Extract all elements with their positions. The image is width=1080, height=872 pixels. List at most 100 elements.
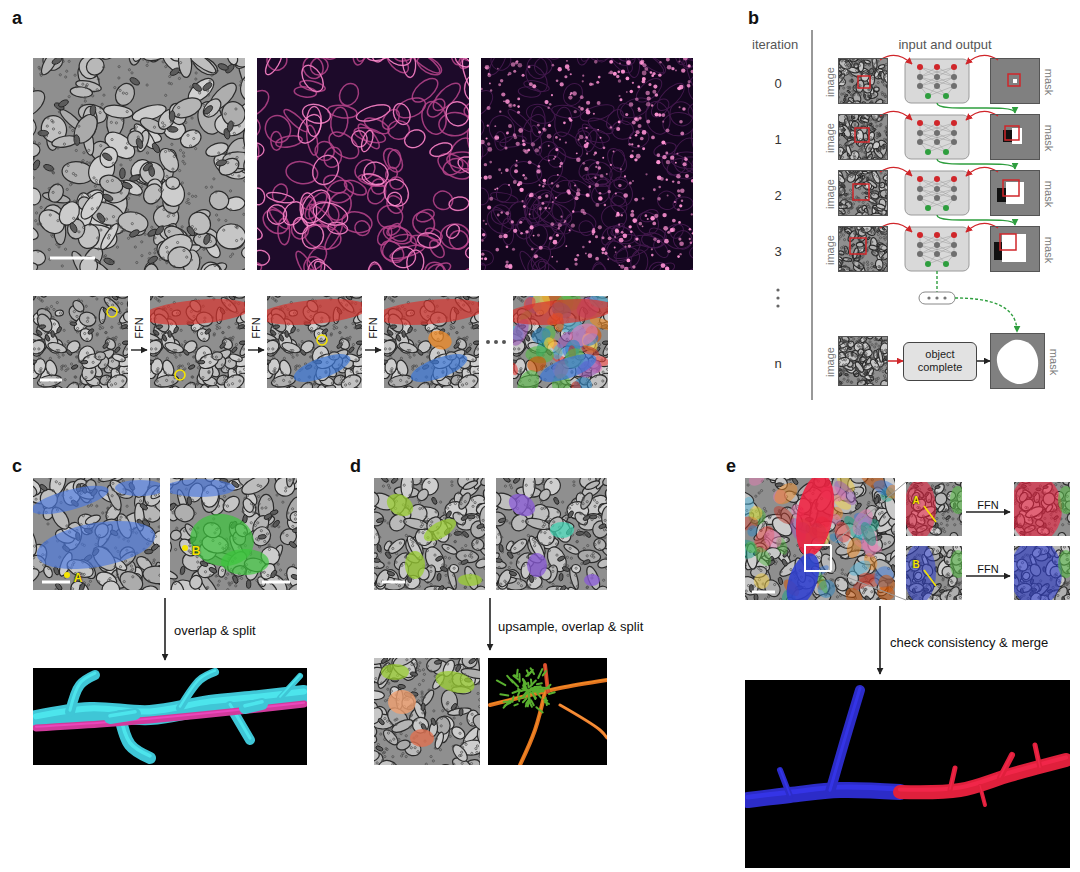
em-image	[154, 237, 156, 239]
segmentation-step	[62, 354, 64, 356]
membrane-map	[351, 130, 369, 148]
seed-map	[598, 225, 602, 229]
segmentation-step	[243, 368, 245, 370]
em-image	[95, 179, 97, 181]
em-image	[217, 159, 219, 161]
segmentation-step	[113, 337, 115, 339]
em-image	[129, 76, 141, 86]
em-image	[33, 58, 245, 270]
segmentation-step	[289, 381, 291, 383]
segmentation-step	[272, 297, 274, 299]
segmentation-step	[86, 352, 88, 354]
segmentation-step	[287, 384, 299, 388]
em-image	[57, 183, 59, 185]
seed-map	[609, 60, 613, 64]
segmentation-step	[87, 356, 89, 358]
seed-map	[535, 258, 566, 270]
membrane-map	[456, 153, 469, 178]
em-image	[74, 140, 76, 142]
seed-map	[667, 250, 670, 253]
segmentation-step	[91, 329, 93, 331]
em-image	[241, 247, 245, 260]
seed-map	[503, 234, 508, 239]
segmentation-step	[355, 359, 357, 361]
em-image	[82, 83, 84, 85]
seed-map	[631, 143, 633, 145]
seed-map	[529, 213, 531, 215]
seed-map	[691, 58, 693, 65]
membrane-map	[465, 151, 469, 180]
em-image	[59, 74, 61, 76]
em-image	[83, 58, 108, 79]
seed-map	[666, 160, 670, 164]
seed-map	[485, 112, 518, 147]
seed-map	[528, 160, 532, 164]
seed-map	[533, 235, 535, 237]
em-image	[187, 198, 189, 200]
segmentation-step	[348, 383, 350, 385]
membrane-map	[257, 68, 258, 95]
segmentation-step	[111, 326, 113, 328]
em-image	[103, 94, 105, 96]
membrane-map	[327, 221, 348, 235]
em-image	[119, 168, 125, 179]
segmentation-step	[121, 359, 123, 361]
em-image	[72, 172, 74, 174]
em-image	[197, 258, 227, 270]
em-image	[115, 122, 117, 124]
seed-map	[647, 218, 649, 220]
em-image	[213, 178, 215, 180]
seed-map	[598, 196, 602, 200]
seed-map	[570, 93, 572, 95]
em-image	[76, 143, 78, 145]
membrane-map	[461, 267, 469, 270]
seed-map	[516, 142, 520, 146]
membrane-map	[388, 58, 427, 67]
segmentation-step	[276, 384, 278, 386]
segmentation-step	[65, 369, 67, 371]
seed-map	[653, 238, 657, 242]
em-image	[164, 124, 166, 126]
em-image	[78, 125, 80, 127]
em-image	[135, 126, 137, 128]
segmentation-step	[86, 338, 88, 340]
em-image	[204, 140, 230, 159]
membrane-map	[257, 113, 264, 143]
seed-map	[606, 173, 608, 175]
em-image	[72, 129, 74, 131]
seed-map	[515, 164, 518, 167]
segmentation-step	[118, 322, 120, 324]
seed-map	[503, 198, 531, 229]
membrane-map	[257, 58, 469, 270]
seed-map	[481, 257, 483, 259]
em-image	[215, 191, 217, 193]
seed-map	[522, 174, 524, 176]
seed-map	[651, 254, 654, 257]
seed-map	[525, 230, 528, 233]
seed-map	[578, 58, 595, 63]
em-image	[166, 245, 193, 269]
segmentation-step	[102, 342, 109, 349]
seed-map	[530, 225, 534, 229]
em-image	[172, 168, 174, 170]
segmentation-step	[203, 352, 205, 354]
segmentation-step	[38, 352, 40, 354]
seed-map	[503, 100, 505, 102]
seed-map	[661, 263, 666, 268]
segmentation-step	[267, 338, 281, 357]
seed-map	[481, 58, 693, 270]
membrane-map	[367, 262, 383, 270]
seed-map	[481, 113, 488, 143]
seed-map	[623, 234, 628, 239]
segmentation-step	[272, 296, 283, 297]
segmentation-step	[35, 329, 43, 336]
seed-map	[679, 106, 681, 108]
seed-map	[672, 180, 674, 182]
seed-map	[564, 221, 566, 223]
em-image	[227, 69, 229, 71]
segmentation-step	[157, 371, 159, 373]
segmentation-step	[33, 338, 47, 357]
segmentation-step	[150, 296, 245, 388]
em-image	[190, 259, 192, 261]
